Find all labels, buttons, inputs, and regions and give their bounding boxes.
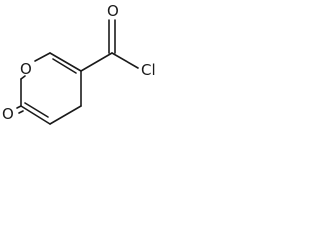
carbonyl-oxygen-bottom-label: O [2,105,14,123]
chemical-structure-diagram: O O O Cl [2,2,156,125]
bond-carbonyl-c-cl [111,52,139,69]
ring-oxygen-label: O [20,60,32,78]
bond-c3-c2 [20,105,51,125]
bonds [16,19,139,125]
bond-c4-c3 [49,105,82,125]
bond-c5-carbonyl-c [80,52,113,72]
bond-c2-carbonyl-o-double [18,110,24,114]
bond-c3-c2-inner [24,102,49,118]
chlorine-label: Cl [141,61,156,79]
atom-labels: O O O Cl [2,2,156,123]
chemical-structure-canvas: O O O Cl [0,0,192,138]
bond-o1-ring-left [20,75,26,80]
bond-c6-c5-inner [52,58,77,74]
bond-c6-c5 [49,52,82,72]
carbonyl-oxygen-top-label: O [107,2,119,20]
bond-c2-carbonyl-o [16,105,22,109]
bond-o1-c6 [34,52,51,62]
